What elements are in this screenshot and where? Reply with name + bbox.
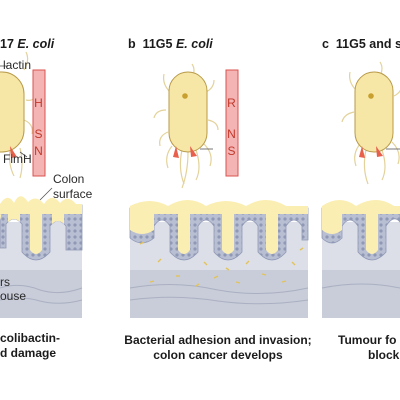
- gene-letter-b2: N: [227, 127, 236, 141]
- panel-a-caption-line1: colibactin-: [0, 331, 61, 345]
- panel-b-title-prefix: 11G5: [142, 37, 176, 51]
- gene-letter-a1: H: [34, 96, 43, 110]
- mucus-layer-b: [130, 200, 308, 214]
- colon-surface-line1: Colon: [53, 172, 85, 186]
- layer-line-b2: [129, 296, 309, 305]
- panel-b-caption-line1: Bacterial adhesion and invasion;: [124, 333, 312, 347]
- mucus-crypts-c: [322, 208, 378, 254]
- panel-a-caption: colibactin- d damage: [0, 331, 60, 361]
- bacterium-b-body: [168, 71, 208, 153]
- layer-line-c1: [321, 283, 400, 289]
- panel-c-title: c 11G5 and s: [322, 37, 400, 51]
- invading-bacteria-b: [139, 241, 304, 287]
- panel-b-letter: b: [128, 37, 136, 51]
- fimh-tip-c2: [376, 146, 383, 157]
- panel-c-caption: Tumour fo block: [338, 333, 399, 363]
- layer-line-b1: [129, 283, 309, 295]
- panel-b-title: b 11G5 E. coli: [128, 37, 213, 51]
- gene-letter-b3: S: [227, 144, 236, 158]
- bacterium-a-body: [0, 71, 25, 153]
- bacterium-a-pili: [8, 51, 37, 179]
- fimh-tip-c1: [359, 146, 365, 158]
- fimh-label: FimH: [3, 152, 32, 166]
- tissue-layer-label-2: ouse: [0, 289, 27, 303]
- panel-c-graphic: [321, 61, 400, 318]
- panel-a-caption-line2: d damage: [0, 346, 57, 360]
- layer-line-a1: [0, 284, 83, 294]
- gene-letter-a3: N: [34, 144, 43, 158]
- bacterium-c-pili: [341, 61, 400, 185]
- colon-surface-line2: surface: [53, 187, 93, 201]
- panel-c-caption-line1: Tumour fo: [338, 333, 397, 347]
- panel-c-caption-line2: block: [368, 348, 400, 362]
- gene-letter-b1: R: [227, 96, 236, 110]
- panel-a-title: 17 E. coli: [0, 37, 54, 51]
- panel-b-title-species: E. coli: [175, 37, 213, 51]
- colon-surface-label: Colon surface: [53, 172, 92, 202]
- epithelium-b: [129, 207, 309, 261]
- gene-bar-a: [32, 69, 46, 177]
- colon-surface-pointer: [39, 187, 53, 201]
- bacterium-b-pili: [153, 63, 219, 189]
- panel-a-graphic: [0, 51, 83, 318]
- layer-line-a2: [0, 297, 83, 304]
- bacterium-c-nucleoid: [368, 93, 374, 99]
- fimh-tip-b1: [173, 146, 179, 158]
- fimh-pointer: [19, 151, 28, 158]
- gene-bar-b: [225, 69, 239, 177]
- panel-b-caption: Bacterial adhesion and invasion; colon c…: [97, 333, 339, 363]
- mucus-layer-a: [0, 196, 82, 214]
- panel-a-title-species: E. coli: [17, 37, 55, 51]
- panel-b-caption-line2: colon cancer develops: [153, 348, 283, 362]
- mucus-crypts-a: [0, 205, 64, 254]
- panel-c-title-prefix: 11G5 and s: [335, 37, 400, 51]
- gene-letter-a2: S: [34, 127, 43, 141]
- fimh-tip-b2: [190, 146, 197, 157]
- tissue-layer-label-1: rs: [0, 275, 10, 289]
- mucus-layer-c: [322, 200, 400, 214]
- panel-c-letter: c: [322, 37, 329, 51]
- colibactin-label: lactin: [3, 58, 32, 72]
- bacterium-b-nucleoid: [182, 93, 188, 99]
- panel-b-graphic: [129, 63, 309, 318]
- fimh-tip-a2: [10, 146, 17, 158]
- panel-a-title-prefix: 17: [0, 37, 18, 51]
- bacterium-c-body: [354, 71, 394, 153]
